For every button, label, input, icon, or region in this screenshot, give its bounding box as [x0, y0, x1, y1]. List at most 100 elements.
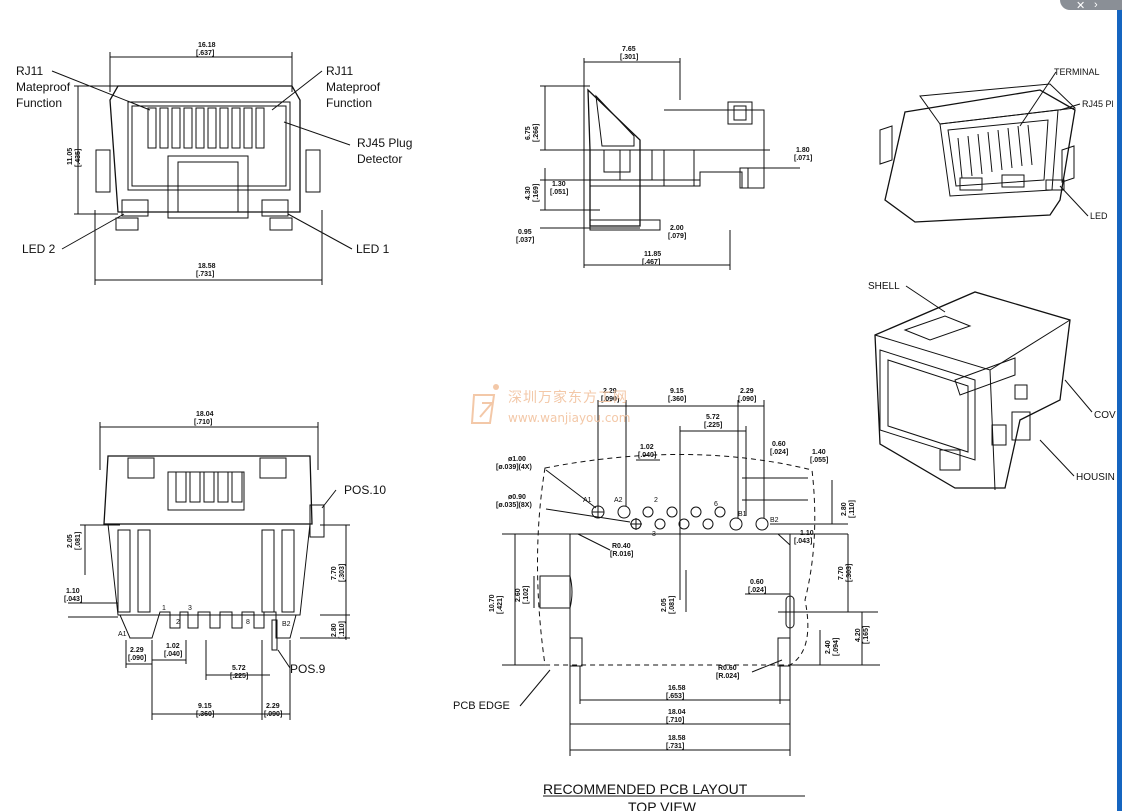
dim-bot-p5-in: [.090]	[264, 711, 282, 718]
dim-pcb-f: 0.60	[772, 441, 786, 448]
dim-front-w-top-in: [.637]	[196, 50, 214, 57]
dim-pcb-d: 5.72	[706, 414, 720, 421]
dim-front-h: 11.05	[67, 148, 74, 165]
pin-b2: B2	[770, 517, 779, 524]
dim-front-w-bot: 18.58	[198, 263, 216, 270]
rj45-plug-label: RJ45 Plug	[357, 136, 412, 150]
dim-front-h-in: [.435]	[75, 149, 82, 167]
close-overlay-button[interactable]: ✕›	[1060, 0, 1122, 12]
pin-b1: B1	[738, 511, 747, 518]
dim-pcb-v1-in: [.110]	[849, 500, 856, 518]
dim-pcb-v7-in: [.165]	[863, 626, 870, 644]
pin-6: 6	[714, 501, 718, 508]
dim-bot-h2-in: [.303]	[339, 564, 346, 582]
dim-pcb-s1: 0.60	[750, 579, 764, 586]
rj11-left-label: RJ11	[16, 64, 43, 78]
dim-side-h2: 4.30	[525, 186, 532, 200]
dim-bot-p5: 2.29	[266, 703, 280, 710]
led-label: LED	[1090, 211, 1108, 221]
dim-pcb-v4-in: [.421]	[497, 596, 504, 614]
dim-pcb-e: 1.02	[640, 444, 654, 451]
scrollbar-edge	[1117, 0, 1122, 811]
dim-pcb-w1: 16.58	[668, 685, 686, 692]
dim-pcb-v3: 7.70	[838, 566, 845, 580]
dim-bot-p4-in: [.360]	[196, 711, 214, 718]
dim-pcb-w1-in: [.653]	[666, 693, 684, 700]
function-right-label: Function	[326, 96, 372, 110]
dim-pcb-v8: 2.40	[825, 640, 832, 654]
dim-pcb-r1: R0.40	[612, 543, 631, 550]
dim-bot-a: 1.10	[66, 588, 80, 595]
dim-pcb-c: 2.29	[740, 388, 754, 395]
dim-side-c: 2.00	[670, 225, 684, 232]
chevron-right-icon: ›	[1094, 0, 1098, 11]
dim-bot-p2-in: [.040]	[164, 651, 182, 658]
pos10-label: POS.10	[344, 483, 386, 497]
dim-pcb-v8-in: [.094]	[833, 638, 840, 656]
dim-side-len-in: [.467]	[642, 259, 660, 266]
dim-pcb-w2: 18.04	[668, 709, 686, 716]
dim-pcb-r2-in: [R.024]	[716, 673, 739, 680]
pin-a1: A1	[583, 497, 592, 504]
dim-bot-p3: 5.72	[232, 665, 246, 672]
side-view	[540, 58, 800, 270]
layout-title: RECOMMENDED PCB LAYOUT	[543, 781, 748, 797]
terminal-label: TERMINAL	[1054, 67, 1100, 77]
pin-a1-bottom: A1	[118, 631, 127, 638]
pin-2-bottom: 2	[176, 619, 180, 626]
rj11-right-label: RJ11	[326, 64, 353, 78]
iso-view-terminal	[879, 71, 1089, 223]
dim-bot-p1-in: [.090]	[128, 655, 146, 662]
dim-side-h: 6.75	[525, 126, 532, 140]
dim-bot-p4: 9.15	[198, 703, 212, 710]
dim-bot-b-in: [.110]	[339, 621, 346, 639]
dim-side-c-in: [.079]	[668, 233, 686, 240]
dim-pcb-v3-in: [.303]	[846, 564, 853, 582]
watermark-cn: 深圳万家东方工网	[508, 390, 628, 406]
dim-side-w: 7.65	[622, 46, 636, 53]
dim-pcb-b-in: [.360]	[668, 396, 686, 403]
dim-pcb-v6-in: [.081]	[669, 596, 676, 614]
dim-pcb-h1: ø1.00	[508, 456, 526, 463]
dim-pcb-v6: 2.05	[661, 598, 668, 612]
pin-b2-bottom: B2	[282, 621, 291, 628]
layout-subtitle: TOP VIEW	[628, 799, 697, 811]
dim-side-p: 1.30	[552, 181, 566, 188]
dim-pcb-e-in: [.040]	[638, 452, 656, 459]
dim-pcb-r2: R0.60	[718, 665, 737, 672]
pcb-layout	[502, 400, 880, 797]
close-icon: ✕	[1076, 0, 1086, 12]
dim-pcb-d-in: [.225]	[704, 422, 722, 429]
pin-3: 3	[652, 531, 656, 538]
dim-pcb-w3: 18.58	[668, 735, 686, 742]
dim-pcb-c-in: [.090]	[738, 396, 756, 403]
pin-8-bottom: 8	[246, 619, 250, 626]
dim-side-b-in: [.037]	[516, 237, 534, 244]
dim-side-p-in: [.051]	[550, 189, 568, 196]
dim-pcb-v4: 10.70	[489, 594, 496, 612]
dim-bot-h2: 7.70	[331, 566, 338, 580]
dim-pcb-h2-in: [ø.035](8X)	[496, 502, 532, 509]
dim-front-w-bot-in: [.731]	[196, 271, 214, 278]
dim-bot-h1-in: [.081]	[75, 532, 82, 550]
dim-pcb-r1-in: [R.016]	[610, 551, 633, 558]
dim-pcb-a: 2.29	[603, 388, 617, 395]
iso-view-shell	[874, 285, 1093, 491]
front-view	[51, 52, 353, 285]
dim-side-w-in: [.301]	[620, 54, 638, 61]
bottom-view	[68, 422, 350, 720]
dim-side-t: 1.80	[796, 147, 810, 154]
dim-pcb-h1-in: [ø.039](4X)	[496, 464, 532, 471]
dim-pcb-b: 9.15	[670, 388, 684, 395]
dim-bot-w-in: [.710]	[194, 419, 212, 426]
dim-side-len: 11.85	[644, 251, 661, 258]
dim-bot-b: 2.80	[331, 623, 338, 637]
dim-pcb-v2: 1.10	[800, 530, 814, 537]
dim-pcb-v2-in: [.043]	[794, 538, 812, 545]
pos9-label: POS.9	[290, 662, 326, 676]
dim-bot-p1: 2.29	[130, 647, 144, 654]
dim-pcb-w3-in: [.731]	[666, 743, 684, 750]
function-left-label: Function	[16, 96, 62, 110]
mateproof-right-label: Mateproof	[326, 80, 381, 94]
